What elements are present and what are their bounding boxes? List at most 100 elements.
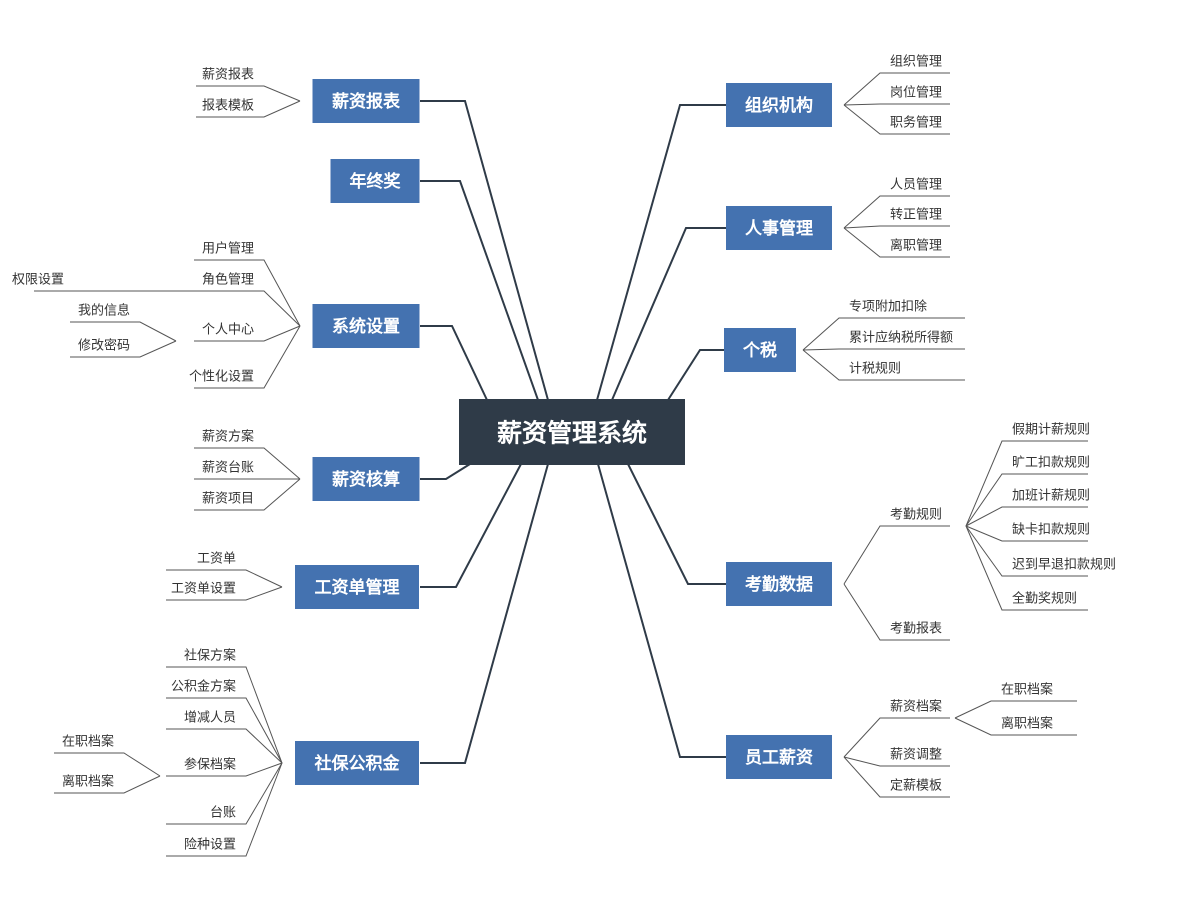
node-gzd-box <box>295 565 419 609</box>
gs-leaf-line-2 <box>802 349 965 381</box>
node-xtsz-label: 系统设置 <box>332 316 400 337</box>
kqsj-kqgz-item-3: 缺卡扣款规则 <box>1012 523 1090 538</box>
sbgjj-leaf-line-2 <box>166 728 283 764</box>
kqsj-kqgz-leaf-line-4 <box>965 525 1088 577</box>
node-gs-box <box>724 328 796 372</box>
sbgjj-cbda-leaf-line-0 <box>54 752 161 777</box>
sbgjj-leaf-line-0 <box>166 666 283 764</box>
gs-item-2: 计税规则 <box>849 362 901 377</box>
xtsz-item-3: 个性化设置 <box>189 370 254 385</box>
sbgjj-item-3: 参保档案 <box>184 757 236 773</box>
gzd-item-1: 工资单设置 <box>171 582 236 597</box>
xtsz-leaf-line-2 <box>194 325 301 342</box>
node-gzd-label: 工资单管理 <box>315 577 400 598</box>
connector-xtsz <box>420 325 488 401</box>
sbgjj-item-1: 公积金方案 <box>171 679 236 695</box>
xtsz-item-0: 用户管理 <box>202 241 254 257</box>
kqsj-kqgz-item-4: 迟到早退扣款规则 <box>1012 558 1116 573</box>
gs-item-1: 累计应纳税所得额 <box>849 330 953 346</box>
node-ygxz-box <box>726 735 832 779</box>
node-xzbb-label: 薪资报表 <box>332 91 401 112</box>
gs-leaf-line-0 <box>802 317 965 351</box>
node-gzd[interactable]: 工资单管理 <box>295 565 419 609</box>
node-xzhs-label: 薪资核算 <box>332 469 400 490</box>
xtsz-grzx-leaf-line-0 <box>70 321 177 342</box>
ygxz-item-2: 定薪模板 <box>890 779 942 794</box>
gzd-leaf-line-1 <box>166 586 283 601</box>
ygxz-leaf-line-2 <box>843 756 950 798</box>
node-rsgl-box <box>726 206 832 250</box>
connector-sbgjj <box>420 463 549 764</box>
node-sbgjj[interactable]: 社保公积金 <box>295 741 419 785</box>
rsgl-item-1: 转正管理 <box>890 208 942 223</box>
node-ygxz[interactable]: 员工薪资 <box>726 735 832 779</box>
node-rsgl[interactable]: 人事管理 <box>726 206 832 250</box>
xzhs-leaf-line-2 <box>194 478 301 511</box>
zzjg-leaf-line-0 <box>843 72 950 106</box>
zzjg-leaf-line-1 <box>843 103 950 106</box>
sbgjj-cbda-item-0: 在职档案 <box>62 735 114 750</box>
kqsj-item-1: 考勤报表 <box>890 622 942 637</box>
zzjg-item-2: 职务管理 <box>890 115 942 131</box>
xzbb-item-0: 薪资报表 <box>202 68 254 83</box>
sbgjj-item-2: 增减人员 <box>184 711 236 726</box>
node-xtsz-box <box>312 304 420 348</box>
xzbb-item-1: 报表模板 <box>202 99 254 114</box>
kqsj-kqgz-leaf-line-3 <box>965 525 1088 542</box>
node-xzbb-box <box>312 79 420 123</box>
xzbb-leaf-line-0 <box>196 85 301 102</box>
node-rsgl-label: 人事管理 <box>745 218 813 239</box>
xtsz-grzx-item-0: 我的信息 <box>78 303 130 319</box>
connector-gs <box>667 349 727 401</box>
node-nzj-box <box>330 159 420 203</box>
node-nzj-label: 年终奖 <box>350 171 402 192</box>
xtsz-grzx-leaf-line-1 <box>70 340 177 358</box>
kqsj-kqgz-leaf-line-2 <box>965 506 1088 527</box>
connector-ygxz <box>597 463 727 758</box>
ygxz-item-1: 薪资调整 <box>890 748 942 763</box>
node-zzjg[interactable]: 组织机构 <box>726 83 832 127</box>
rsgl-leaf-line-1 <box>843 225 950 229</box>
gzd-item-0: 工资单 <box>197 552 236 567</box>
kqsj-kqgz-item-0: 假期计薪规则 <box>1012 423 1090 438</box>
xzhs-item-0: 薪资方案 <box>202 429 254 445</box>
connector-xzbb <box>420 100 549 401</box>
xzhs-leaf-line-0 <box>194 447 301 480</box>
ygxz-xzda-item-1: 离职档案 <box>1001 716 1053 732</box>
connector-nzj <box>420 180 539 401</box>
rsgl-leaf-line-0 <box>843 195 950 229</box>
root-node-box <box>459 399 685 465</box>
ygxz-leaf-line-1 <box>843 756 950 767</box>
gs-item-0: 专项附加扣除 <box>849 300 927 315</box>
sbgjj-cbda-item-1: 离职档案 <box>62 774 114 790</box>
node-xzhs-box <box>312 457 420 501</box>
node-xzbb[interactable]: 薪资报表 <box>312 79 420 123</box>
node-sbgjj-label: 社保公积金 <box>314 753 401 774</box>
sbgjj-item-4: 台账 <box>210 806 236 821</box>
root-node[interactable]: 薪资管理系统 <box>459 399 685 465</box>
zzjg-item-1: 岗位管理 <box>890 86 942 101</box>
root-node-label: 薪资管理系统 <box>497 419 647 448</box>
xtsz-leaf-line-1 <box>194 290 301 327</box>
xtsz-item-2: 个人中心 <box>202 323 254 338</box>
sbgjj-item-5: 险种设置 <box>184 838 236 853</box>
node-xtsz[interactable]: 系统设置 <box>312 304 420 348</box>
ygxz-xzda-item-0: 在职档案 <box>1001 683 1053 698</box>
node-xzhs[interactable]: 薪资核算 <box>312 457 420 501</box>
sbgjj-leaf-line-5 <box>166 762 283 857</box>
kqsj-leaf-line-0 <box>843 525 950 585</box>
sbgjj-leaf-line-4 <box>166 762 283 825</box>
connector-zzjg <box>596 104 727 401</box>
kqsj-leaf-line-1 <box>843 583 950 641</box>
connector-kqsj <box>627 463 727 585</box>
sbgjj-leaf-line-3 <box>166 762 283 777</box>
sbgjj-item-0: 社保方案 <box>184 648 236 664</box>
node-gs[interactable]: 个税 <box>724 328 796 372</box>
kqsj-kqgz-item-5: 全勤奖规则 <box>1012 591 1077 607</box>
node-kqsj[interactable]: 考勤数据 <box>726 562 832 606</box>
node-nzj[interactable]: 年终奖 <box>330 159 420 203</box>
connector-rsgl <box>611 227 727 401</box>
kqsj-item-0: 考勤规则 <box>890 508 942 523</box>
kqsj-kqgz-item-1: 旷工扣款规则 <box>1012 456 1090 471</box>
